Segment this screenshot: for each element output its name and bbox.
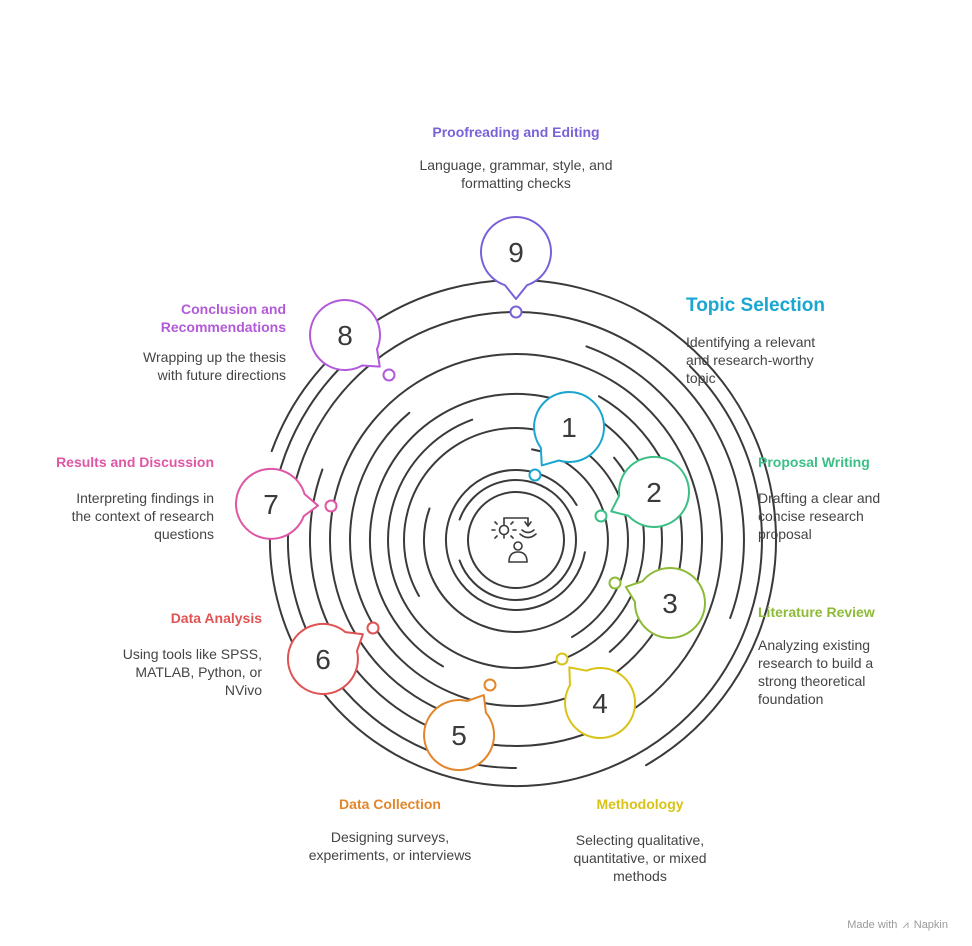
spiral-arc-6 [369,392,663,668]
step-6-desc: Using tools like SPSS, MATLAB, Python, o… [122,646,262,698]
step-8-title: Conclusion and Recommendations [160,301,286,335]
step-7-dot [324,499,338,513]
step-2-bubble: 2 [610,455,690,528]
step-2-number: 2 [646,477,662,508]
step-3-title: Literature Review [758,604,875,620]
step-5-bubble: 5 [423,694,496,771]
made-with-text: Made with [847,919,898,931]
step-2-desc: Drafting a clear and concise research pr… [758,490,881,542]
step-6-title: Data Analysis [170,610,262,626]
napkin-logo-icon: ⩘ [902,919,909,931]
step-9-bubble-shape [480,216,552,300]
step-4-dot [555,652,569,666]
step-1-bubble-shape [533,391,605,467]
step-4-number: 4 [592,688,608,719]
spiral-arc-8 [329,353,703,725]
step-3-bubble-shape [624,567,706,639]
step-7-bubble-shape [235,467,319,540]
step-3-number: 3 [662,588,678,619]
step-2-bubble-shape [610,455,690,528]
step-1-dot [528,468,542,482]
center-hub [467,491,565,589]
step-9-title: Proofreading and Editing [432,124,600,140]
made-with-napkin: Made with ⩘ Napkin [847,919,948,932]
step-3-desc: Analyzing existing research to build a s… [758,637,874,707]
step-5-number: 5 [451,720,467,751]
step-8-dot [382,368,396,382]
step-9-dot [509,305,523,319]
step-6-dot [366,621,380,635]
step-5-desc: Designing surveys, experiments, or inter… [308,829,472,863]
step-1-bubble: 1 [533,391,605,467]
step-4-bubble-shape [564,666,637,739]
step-1-desc: Identifying a relevant and research-wort… [686,334,816,386]
step-2-dot [594,509,608,523]
spiral-arc-3 [422,448,609,633]
researcher-icon [491,517,537,563]
step-4-title: Methodology [596,796,684,812]
step-8-desc: Wrapping up the thesis with future direc… [143,349,286,383]
step-7-label: Results and Discussion Interpreting find… [44,453,214,543]
step-6-label: Data Analysis Using tools like SPSS, MAT… [102,609,262,699]
step-5-bubble-shape [423,694,496,771]
spiral-arc-5 [387,418,645,669]
step-6-number: 6 [315,644,331,675]
connector-dots [324,305,622,692]
step-3-label: Literature Review Analyzing existing res… [758,603,928,708]
step-9-label: Proofreading and Editing Language, gramm… [406,123,626,192]
step-7-desc: Interpreting findings in the context of … [71,490,214,542]
step-2-label: Proposal Writing Drafting a clear and co… [758,453,918,543]
step-4-label: Methodology Selecting qualitative, quant… [560,795,720,885]
step-7-bubble: 7 [235,467,319,540]
step-9-number: 9 [508,237,524,268]
step-1-label: Topic Selection Identifying a relevant a… [686,294,876,387]
step-5-label: Data Collection Designing surveys, exper… [300,795,480,864]
spiral-arc-10 [287,311,745,769]
step-5-dot [483,678,497,692]
spiral-arc-2 [444,469,586,611]
step-4-desc: Selecting qualitative, quantitative, or … [573,832,707,884]
step-5-title: Data Collection [339,796,441,812]
step-bubbles: 1 2 3 4 5 6 7 8 9 [235,216,706,771]
napkin-brand: Napkin [913,919,948,931]
step-8-label: Conclusion and Recommendations Wrapping … [116,300,286,384]
spiral-arc-1 [458,479,577,601]
step-4-bubble: 4 [564,666,637,739]
step-8-number: 8 [337,320,353,351]
step-3-dot [608,576,622,590]
step-8-bubble-shape [309,299,382,371]
step-9-bubble: 9 [480,216,552,300]
step-6-bubble-shape [287,622,364,695]
step-8-bubble: 8 [309,299,382,371]
step-6-bubble: 6 [287,622,364,695]
step-1-number: 1 [561,412,577,443]
step-3-bubble: 3 [624,567,706,639]
step-2-title: Proposal Writing [758,454,870,470]
step-9-desc: Language, grammar, style, and formatting… [419,157,613,191]
step-1-title: Topic Selection [686,295,826,316]
step-7-title: Results and Discussion [56,454,214,470]
step-7-number: 7 [263,489,279,520]
